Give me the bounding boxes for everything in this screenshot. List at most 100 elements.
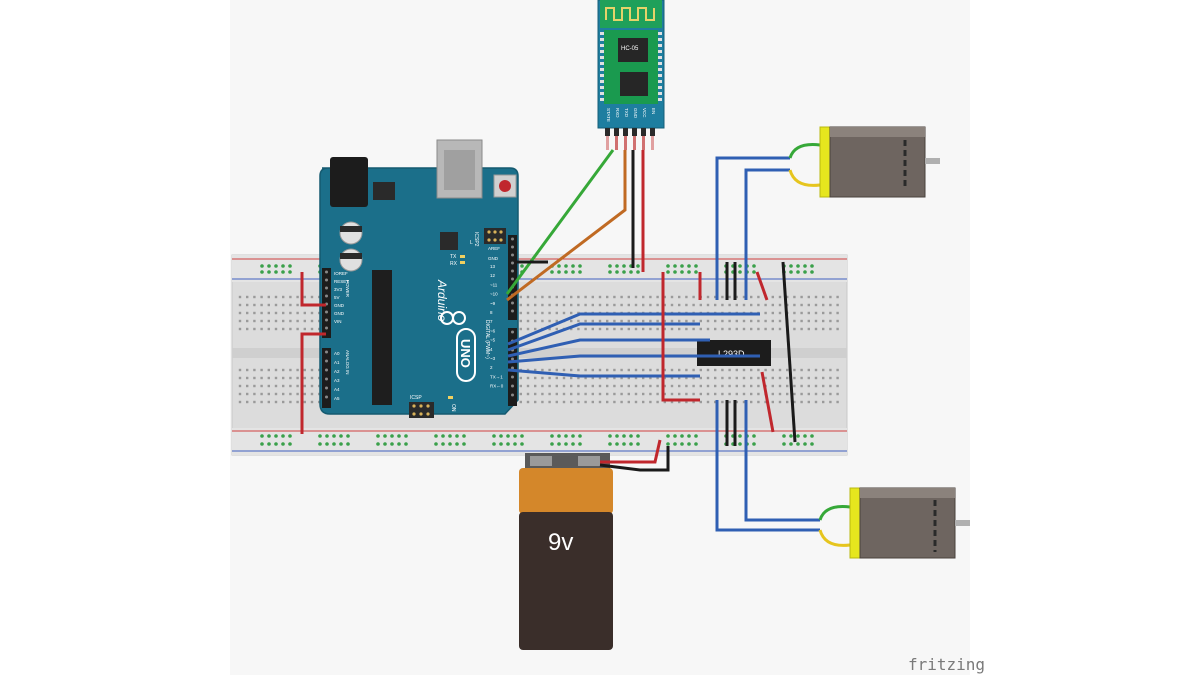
breadboard-hole: [274, 311, 278, 315]
breadboard-hole: [274, 368, 278, 372]
rail-dot: [434, 442, 438, 446]
header-pin: [325, 359, 328, 363]
breadboard-hole: [678, 392, 681, 396]
breadboard-hole: [296, 392, 299, 396]
wire-green-motor1: [788, 143, 821, 159]
breadboard-hole: [750, 376, 753, 380]
breadboard-hole: [829, 319, 832, 323]
breadboard-hole: [656, 384, 659, 388]
breadboard-hole: [627, 400, 630, 404]
breadboard-hole: [771, 311, 774, 315]
breadboard-hole: [764, 376, 767, 380]
breadboard-hole: [548, 327, 551, 331]
breadboard-hole: [598, 303, 602, 307]
breadboard-hole: [721, 319, 724, 323]
rail-dot: [376, 442, 380, 446]
breadboard-hole: [649, 376, 652, 380]
bt-pin-label: STATE: [606, 108, 611, 122]
pin-label: 8: [490, 310, 493, 315]
breadboard-hole: [822, 295, 825, 299]
breadboard-hole: [670, 384, 674, 388]
pin-label: ~11: [490, 282, 498, 287]
breadboard-hole: [836, 368, 839, 372]
breadboard-hole: [778, 311, 782, 315]
breadboard-hole: [793, 303, 796, 307]
breadboard-hole: [598, 327, 602, 331]
breadboard-hole: [814, 319, 818, 323]
breadboard-hole: [548, 303, 551, 307]
breadboard-hole: [822, 376, 825, 380]
rail-dot: [260, 264, 264, 268]
arduino-infinity-logo: [440, 311, 466, 325]
header-pin: [511, 393, 514, 397]
breadboard-hole: [793, 319, 796, 323]
breadboard-hole: [757, 327, 760, 331]
motor-2-shaft: [955, 520, 970, 526]
breadboard-hole: [649, 400, 652, 404]
breadboard-hole: [627, 368, 630, 372]
breadboard-hole: [620, 319, 623, 323]
breadboard-hole: [663, 384, 666, 388]
breadboard-hole: [786, 368, 789, 372]
breadboard-hole: [591, 392, 594, 396]
breadboard-hole: [764, 368, 767, 372]
breadboard-hole: [735, 376, 738, 380]
breadboard-hole: [714, 392, 717, 396]
breadboard-hole: [634, 400, 638, 404]
breadboard-hole: [750, 327, 753, 331]
breadboard-hole: [541, 376, 544, 380]
header-pin: [511, 237, 514, 241]
bt-pin-housing: [632, 128, 637, 136]
breadboard-hole: [606, 384, 609, 388]
breadboard-hole: [678, 327, 681, 331]
wire-blue-motor2-a: [715, 400, 820, 532]
rail-dot: [288, 434, 292, 438]
breadboard-hole: [238, 392, 242, 396]
rail-dot: [441, 434, 445, 438]
breadboard-hole: [541, 400, 544, 404]
breadboard-hole: [584, 295, 587, 299]
motor-1-shaft: [925, 158, 940, 164]
rail-dot: [441, 442, 445, 446]
breadboard-hole: [274, 384, 278, 388]
breadboard-hole: [296, 303, 299, 307]
breadboard-hole: [685, 368, 688, 372]
pin-label: 13: [490, 264, 496, 269]
fritzing-watermark: fritzing: [908, 655, 985, 674]
bt-pad: [658, 32, 662, 35]
breadboard-hole: [778, 319, 782, 323]
rail-dot: [694, 434, 698, 438]
breadboard-hole: [584, 303, 587, 307]
breadboard-hole: [764, 311, 767, 315]
breadboard-hole: [246, 384, 249, 388]
rail-dot: [397, 442, 401, 446]
rail-dot: [550, 442, 554, 446]
breadboard-hole: [742, 319, 746, 323]
breadboard-hole: [685, 327, 688, 331]
breadboard-hole: [714, 368, 717, 372]
breadboard-hole: [807, 311, 810, 315]
rail-dot: [810, 434, 814, 438]
breadboard-hole: [728, 376, 731, 380]
rail-dot: [694, 270, 698, 274]
rail-dot: [448, 442, 452, 446]
breadboard-hole: [246, 311, 249, 315]
wire-black-battery: [599, 446, 670, 472]
header-pin: [325, 386, 328, 390]
breadboard-hole: [260, 368, 263, 372]
rail-dot: [550, 434, 554, 438]
breadboard-hole: [800, 376, 803, 380]
power-section-label: POWER: [345, 280, 350, 298]
rail-dot: [738, 442, 742, 446]
breadboard-hole: [663, 392, 666, 396]
breadboard-hole: [771, 295, 774, 299]
rail-dot: [339, 442, 343, 446]
pin-label: TX→1: [490, 374, 503, 379]
breadboard-hole: [246, 295, 249, 299]
battery-body: [519, 512, 613, 650]
rail-dot: [673, 270, 677, 274]
breadboard-hole: [714, 303, 717, 307]
pin-label: ~5: [490, 338, 496, 343]
breadboard-hole: [735, 368, 738, 372]
